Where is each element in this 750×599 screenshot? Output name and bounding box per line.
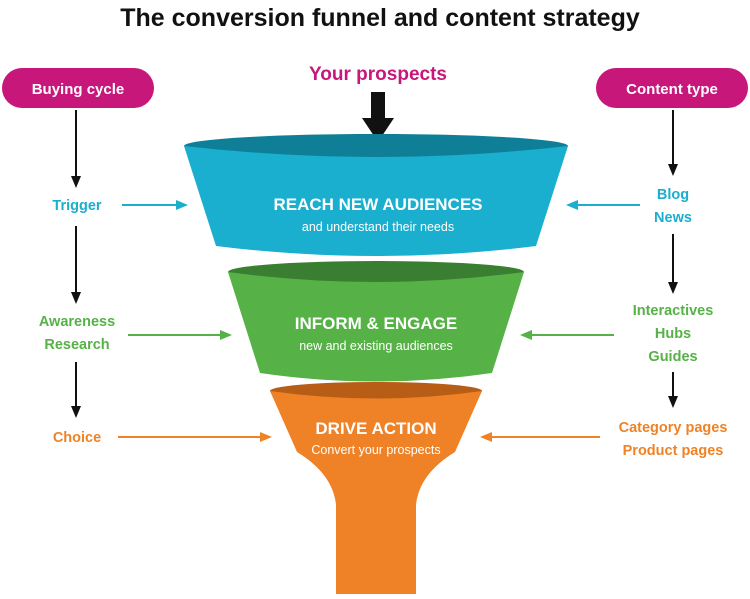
content-type-badge [596,68,748,108]
prospects-down-arrow-icon [362,92,394,142]
diagram-title: The conversion funnel and content strate… [120,4,640,32]
funnel-tier-1-subtitle: and understand their needs [302,220,454,234]
left-arrow-to-tier-1 [122,200,188,210]
funnel-tier-inform-engage: INFORM & ENGAGE new and existing audienc… [228,261,524,382]
funnel-tier-3-title: DRIVE ACTION [315,419,436,438]
content-type-interactives: Interactives [633,303,714,319]
funnel-tier-reach-new-audiences: REACH NEW AUDIENCES and understand their… [184,134,568,256]
buying-stage-trigger: Trigger [52,198,102,214]
buying-stage-research: Research [44,337,109,353]
funnel-tier-2-rim [228,261,524,283]
funnel-tier-3-rim [270,382,482,400]
buying-stage-choice: Choice [53,430,101,446]
prospects-label: Your prospects [309,64,447,85]
content-type-header: Content type [626,81,718,98]
funnel-tier-drive-action: DRIVE ACTION Convert your prospects [270,382,482,594]
buying-stage-awareness: Awareness [39,314,115,330]
buying-cycle-badge [2,68,154,108]
content-type-guides: Guides [648,349,697,365]
content-type-blog: Blog [657,187,689,203]
left-arrow-to-tier-3 [118,432,272,442]
content-type-news: News [654,210,692,226]
funnel-tier-1-title: REACH NEW AUDIENCES [273,195,482,214]
buying-cycle-header: Buying cycle [32,81,125,98]
funnel-tier-2-subtitle: new and existing audiences [299,339,453,353]
funnel-tier-3-subtitle: Convert your prospects [311,443,440,457]
funnel-tier-1-rim [184,134,568,158]
right-arrow-to-tier-3 [480,432,600,442]
funnel-tier-2-title: INFORM & ENGAGE [295,314,457,333]
left-arrow-to-tier-2 [128,330,232,340]
content-type-product-pages: Product pages [623,443,724,459]
content-type-hubs: Hubs [655,326,691,342]
right-arrow-to-tier-1 [566,200,640,210]
right-arrow-to-tier-2 [520,330,614,340]
content-type-category-pages: Category pages [619,420,728,436]
content-type-flow-arrows [668,110,678,408]
buying-cycle-flow-arrows [71,110,81,418]
